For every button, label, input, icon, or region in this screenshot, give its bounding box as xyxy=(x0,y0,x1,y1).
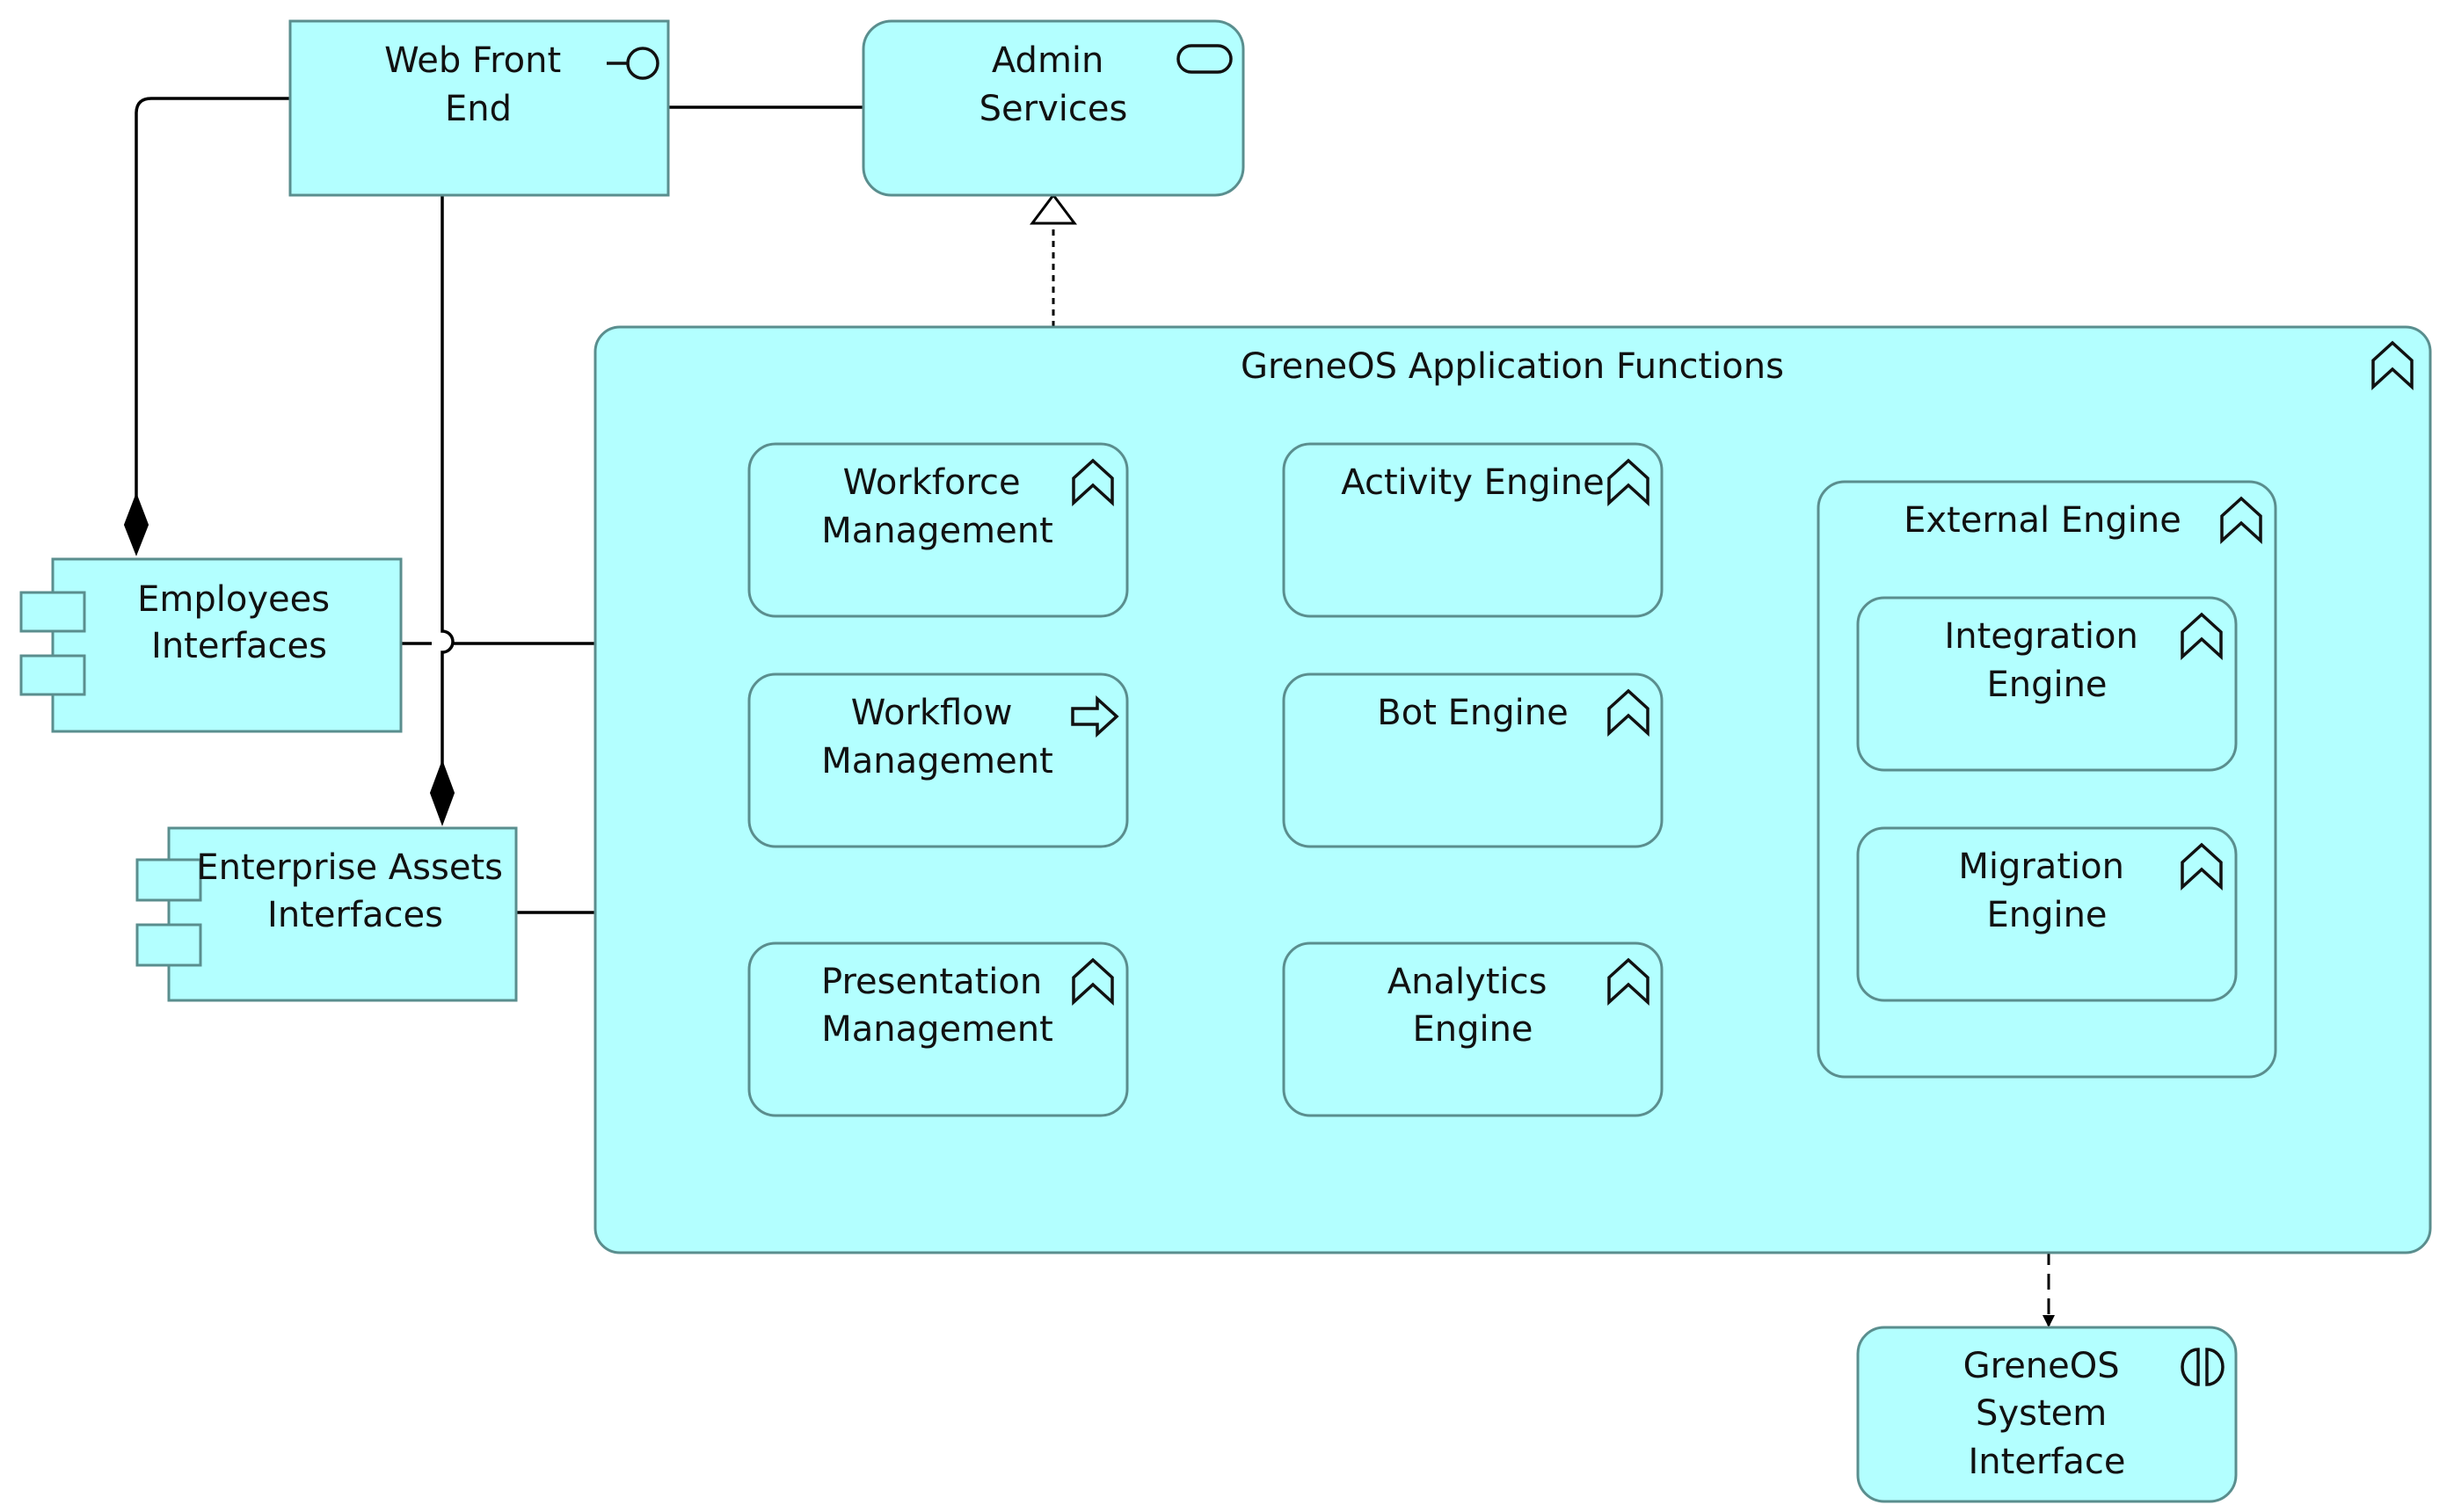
function-icon xyxy=(2181,612,2223,660)
presentation-management-label: Presentation Management xyxy=(821,962,1053,1050)
activity-engine-element[interactable]: Activity Engine xyxy=(1282,442,1664,618)
function-icon xyxy=(2220,496,2262,544)
web-front-end-element[interactable]: Web Front End xyxy=(288,19,670,197)
system-interface-label: GreneOS System Interface xyxy=(1963,1346,2131,1482)
enterprise-assets-interfaces-label: Enterprise Assets Interfaces xyxy=(196,847,513,935)
workforce-management-label: Workforce Management xyxy=(821,462,1053,551)
bot-engine-element[interactable]: Bot Engine xyxy=(1282,672,1664,848)
presentation-management-element[interactable]: Presentation Management xyxy=(747,941,1129,1117)
composition-diamond-enterprise-assets xyxy=(429,760,455,826)
activity-engine-label: Activity Engine xyxy=(1341,462,1604,503)
function-icon xyxy=(2371,340,2414,390)
enterprise-assets-interfaces-element[interactable]: Enterprise Assets Interfaces xyxy=(135,826,518,1002)
function-icon xyxy=(1607,458,1649,506)
analytics-engine-element[interactable]: Analytics Engine xyxy=(1282,941,1664,1117)
application-functions-label: GreneOS Application Functions xyxy=(1241,346,1784,387)
integration-engine-label: Integration Engine xyxy=(1944,616,2149,705)
component-tab-bottom xyxy=(19,654,86,696)
component-tab-top xyxy=(135,858,202,902)
workforce-management-element[interactable]: Workforce Management xyxy=(747,442,1129,618)
employees-interfaces-label: Employees Interfaces xyxy=(137,579,341,666)
component-tab-bottom xyxy=(135,923,202,967)
function-icon xyxy=(2181,842,2223,890)
function-icon xyxy=(1607,688,1649,737)
workflow-management-label: Workflow Management xyxy=(821,693,1053,781)
interface-icon xyxy=(607,47,659,80)
integration-engine-element[interactable]: Integration Engine xyxy=(1856,596,2238,772)
component-tab-top xyxy=(19,591,86,633)
migration-engine-label: Migration Engine xyxy=(1958,847,2135,935)
analytics-engine-label: Analytics Engine xyxy=(1387,962,1558,1050)
system-interface-element[interactable]: GreneOS System Interface xyxy=(1856,1326,2238,1503)
employees-interfaces-element[interactable]: Employees Interfaces xyxy=(19,557,403,733)
service-icon xyxy=(1176,44,1233,74)
migration-engine-element[interactable]: Migration Engine xyxy=(1856,826,2238,1002)
admin-services-label: Admin Services xyxy=(979,40,1128,129)
web-front-end-to-enterprise-assets-line xyxy=(441,195,455,774)
process-arrow-icon xyxy=(1071,695,1119,738)
workflow-management-element[interactable]: Workflow Management xyxy=(747,672,1129,848)
function-icon xyxy=(1607,957,1649,1006)
function-icon xyxy=(1072,458,1114,506)
realization-arrowhead xyxy=(1030,193,1077,225)
bot-engine-label: Bot Engine xyxy=(1377,693,1568,733)
interaction-icon xyxy=(2181,1348,2225,1386)
function-icon xyxy=(1072,957,1114,1006)
external-engine-label: External Engine xyxy=(1904,500,2181,541)
composition-diamond-employees xyxy=(123,492,149,556)
web-front-end-label: Web Front End xyxy=(384,40,572,129)
admin-services-element[interactable]: Admin Services xyxy=(862,19,1245,197)
web-front-end-to-employees-line xyxy=(135,97,290,536)
